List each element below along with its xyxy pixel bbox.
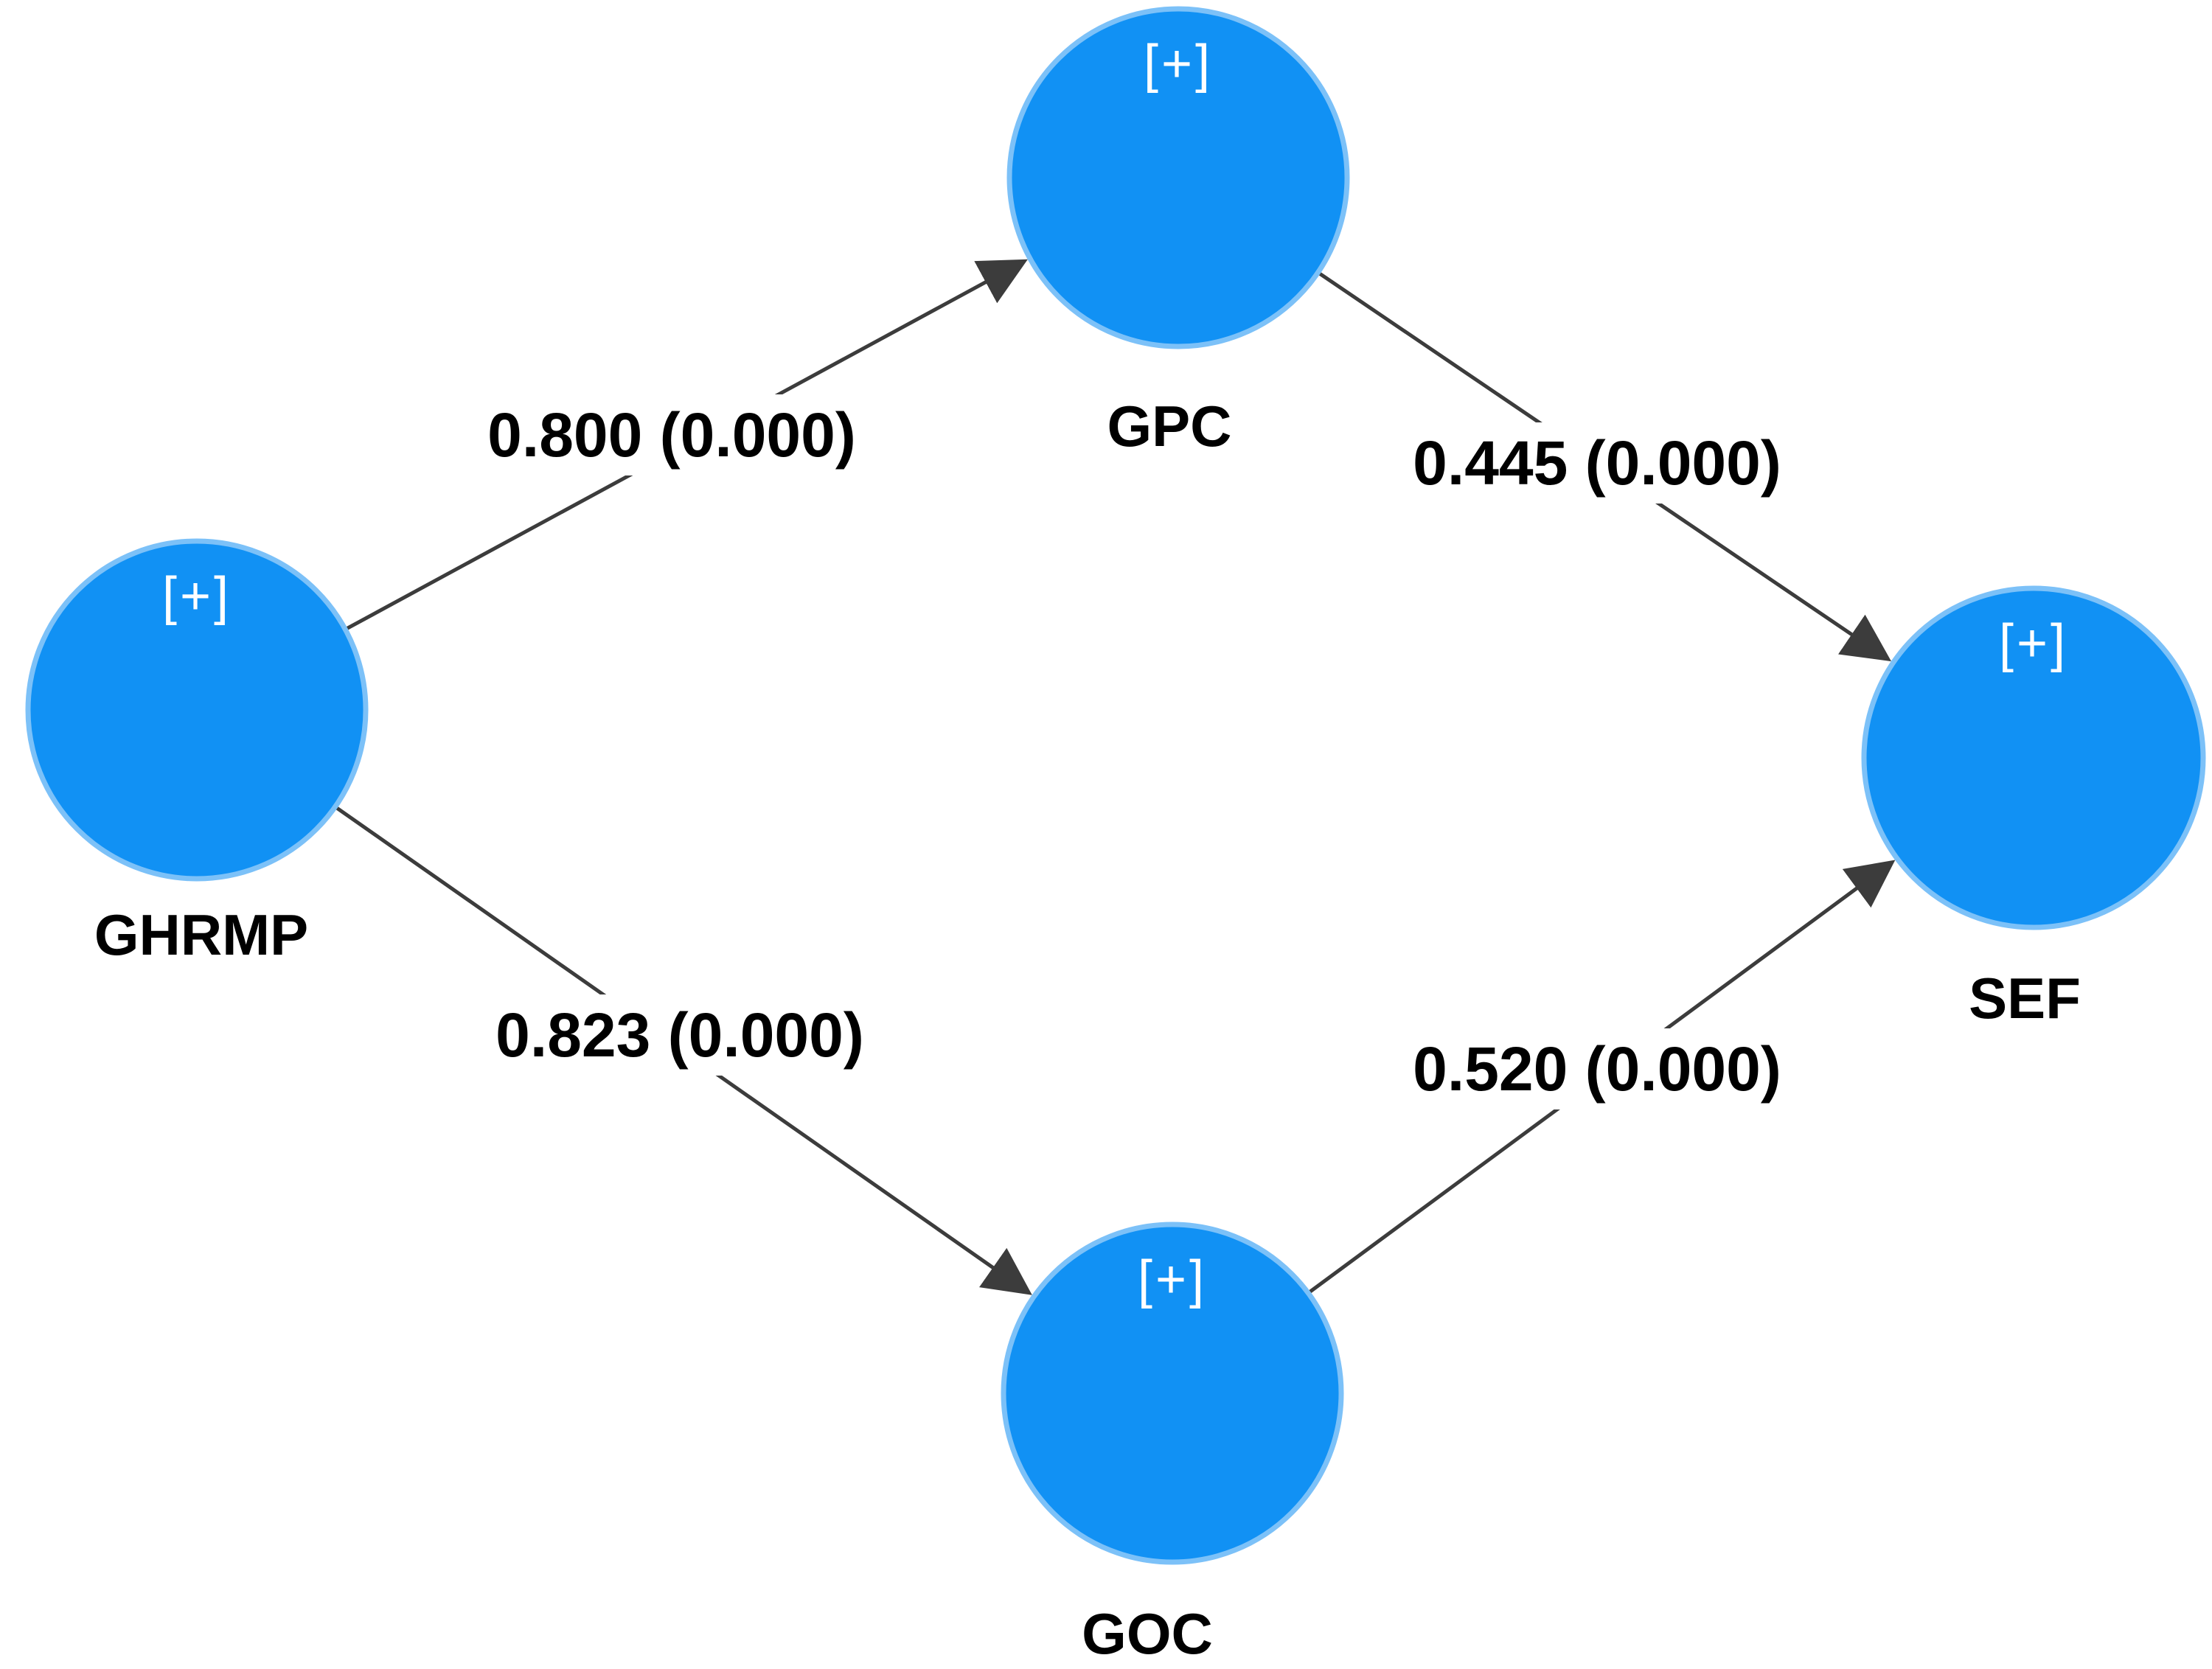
path-coefficient-label-ghrmp-to-goc: 0.823 (0.000) xyxy=(495,1000,864,1070)
edge-labels-layer: 0.800 (0.000) 0.823 (0.000) 0.445 (0.000) 0… xyxy=(473,394,1796,1109)
path-label-bg xyxy=(1398,1028,1796,1109)
construct-node-sef[interactable] xyxy=(1861,585,2206,930)
expand-indicators-badge-ghrmp[interactable]: [+] xyxy=(162,567,232,626)
construct-node-gpc[interactable] xyxy=(1006,6,1350,349)
construct-label-goc: GOC xyxy=(1082,1601,1213,1666)
construct-label-gpc: GPC xyxy=(1107,394,1231,459)
construct-label-sef: SEF xyxy=(1969,966,2081,1031)
path-label-bg xyxy=(1398,422,1796,504)
path-label-bg xyxy=(481,994,879,1076)
expand-indicators-badge-goc[interactable]: [+] xyxy=(1138,1250,1207,1309)
expand-indicators-badge-gpc[interactable]: [+] xyxy=(1144,35,1213,94)
expand-indicators-badge-sef[interactable]: [+] xyxy=(1999,614,2068,673)
path-label-group-goc-to-sef: 0.520 (0.000) xyxy=(1398,1028,1796,1109)
construct-label-ghrmp: GHRMP xyxy=(94,902,308,967)
path-coefficient-label-gpc-to-sef: 0.445 (0.000) xyxy=(1413,428,1781,498)
path-label-group-gpc-to-sef: 0.445 (0.000) xyxy=(1398,422,1796,504)
path-label-group-ghrmp-to-gpc: 0.800 (0.000) xyxy=(473,394,871,475)
construct-node-ghrmp[interactable] xyxy=(25,538,369,882)
path-coefficient-label-ghrmp-to-gpc: 0.800 (0.000) xyxy=(487,400,856,470)
construct-node-goc[interactable] xyxy=(1001,1222,1344,1565)
path-label-group-ghrmp-to-goc: 0.823 (0.000) xyxy=(481,994,879,1076)
path-coefficient-label-goc-to-sef: 0.520 (0.000) xyxy=(1413,1034,1781,1104)
path-label-bg xyxy=(473,394,871,475)
nodes-layer: [+] GHRMP [+] GPC [+] SEF [+] GOC xyxy=(25,6,2206,1666)
